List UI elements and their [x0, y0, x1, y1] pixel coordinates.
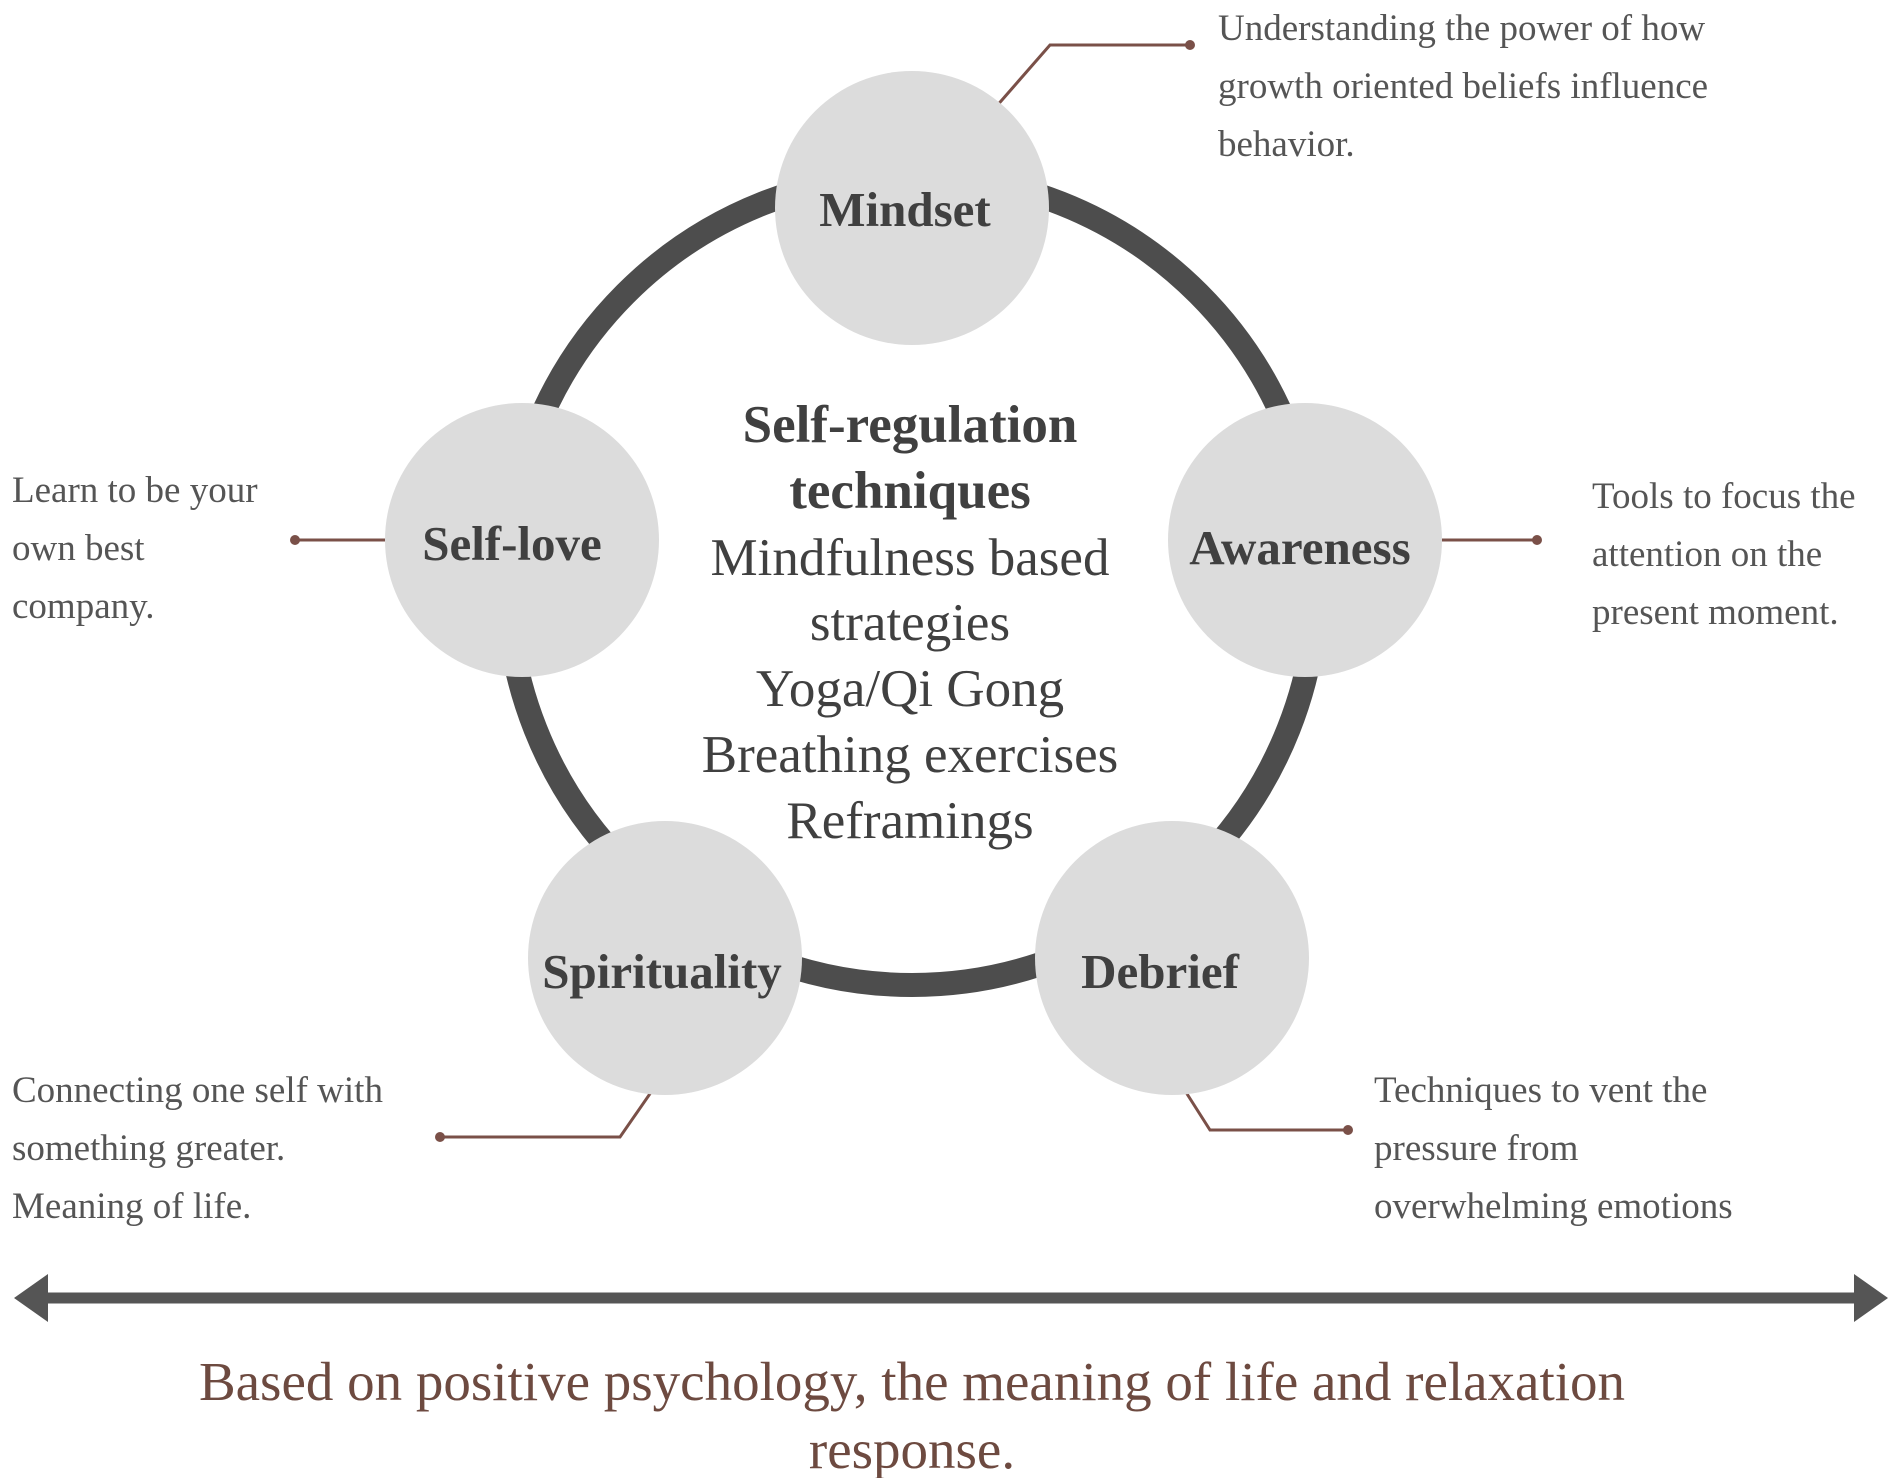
- arrow-left-head: [14, 1274, 48, 1322]
- desc-debrief: Techniques to vent the pressure from ove…: [1374, 1070, 1733, 1227]
- desc-spirituality-line-2: something greater.: [12, 1128, 285, 1169]
- node-selflove-label: Self-love: [422, 516, 602, 571]
- node-spirituality-label: Spirituality: [542, 944, 782, 999]
- footer-line-1: Based on positive psychology, the meanin…: [199, 1351, 1625, 1412]
- center-item-1: Mindfulness based: [711, 529, 1110, 587]
- leader-selflove: [290, 535, 385, 545]
- desc-debrief-line-1: Techniques to vent the: [1374, 1070, 1707, 1111]
- center-item-2: strategies: [810, 594, 1010, 652]
- footer: Based on positive psychology, the meanin…: [199, 1351, 1625, 1478]
- center-item-3: Yoga/Qi Gong: [756, 660, 1064, 718]
- node-debrief: Debrief: [1035, 821, 1309, 1095]
- leader-mindset: [993, 40, 1195, 109]
- center-item-4: Breathing exercises: [702, 726, 1118, 784]
- node-spirituality: Spirituality: [528, 821, 802, 1095]
- desc-selflove-line-1: Learn to be your: [12, 470, 258, 511]
- footer-line-2: response.: [809, 1419, 1015, 1478]
- leader-awareness: [1442, 535, 1542, 545]
- center-title-line-2: techniques: [789, 462, 1030, 520]
- desc-selflove: Learn to be your own best company.: [12, 470, 258, 627]
- node-mindset-label: Mindset: [819, 182, 991, 237]
- desc-debrief-line-2: pressure from: [1374, 1128, 1579, 1169]
- desc-spirituality-line-1: Connecting one self with: [12, 1070, 383, 1111]
- desc-awareness-line-3: present moment.: [1592, 592, 1839, 633]
- arrow-right-head: [1854, 1274, 1888, 1322]
- desc-mindset-line-1: Understanding the power of how: [1218, 8, 1705, 49]
- desc-mindset-line-2: growth oriented beliefs influence: [1218, 66, 1708, 107]
- desc-mindset-line-3: behavior.: [1218, 124, 1355, 165]
- desc-spirituality: Connecting one self with something great…: [12, 1070, 383, 1227]
- desc-selflove-line-3: company.: [12, 586, 154, 627]
- node-awareness-label: Awareness: [1189, 520, 1410, 575]
- center-title-line-1: Self-regulation: [743, 396, 1078, 454]
- node-awareness: Awareness: [1168, 403, 1442, 677]
- double-arrow: [14, 1274, 1888, 1322]
- node-selflove: Self-love: [385, 403, 659, 677]
- center-block: Self-regulation techniques Mindfulness b…: [702, 396, 1118, 850]
- center-item-5: Reframings: [786, 792, 1033, 850]
- desc-awareness-line-2: attention on the: [1592, 534, 1822, 575]
- desc-awareness-line-1: Tools to focus the: [1592, 476, 1856, 517]
- desc-debrief-line-3: overwhelming emotions: [1374, 1186, 1733, 1227]
- desc-awareness: Tools to focus the attention on the pres…: [1592, 476, 1856, 633]
- desc-selflove-line-2: own best: [12, 528, 145, 569]
- node-mindset: Mindset: [775, 71, 1049, 345]
- desc-spirituality-line-3: Meaning of life.: [12, 1186, 251, 1227]
- desc-mindset: Understanding the power of how growth or…: [1218, 8, 1708, 165]
- node-debrief-label: Debrief: [1081, 944, 1239, 999]
